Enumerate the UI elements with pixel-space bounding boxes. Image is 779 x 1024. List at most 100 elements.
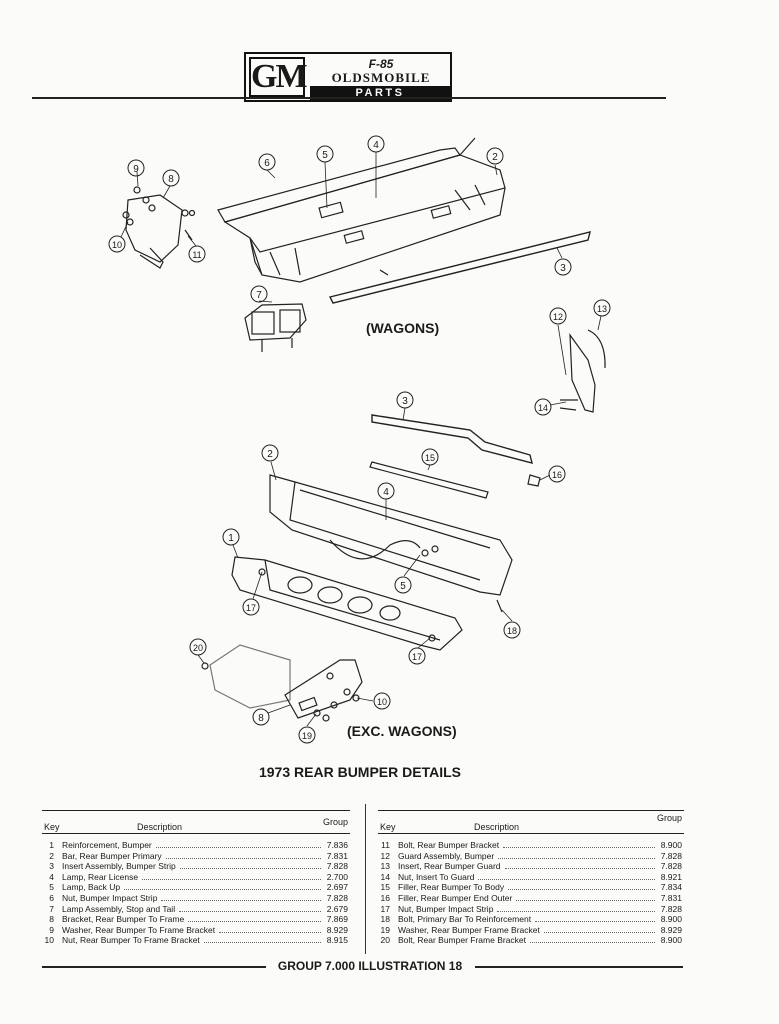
leader-dots: [497, 910, 655, 912]
leader-dots: [530, 942, 655, 944]
svg-text:6: 6: [264, 158, 270, 169]
part-key: 4: [49, 871, 54, 882]
part-key: 11: [381, 840, 390, 850]
part-group: 2.679: [326, 903, 348, 914]
exc-reinforcement: [231, 556, 463, 651]
part-group: 8.929: [326, 924, 348, 935]
svg-text:19: 19: [302, 731, 312, 741]
svg-text:8: 8: [258, 713, 264, 724]
part-description: Nut, Bumper Impact Strip: [398, 903, 494, 914]
part-group: 8.900: [660, 914, 682, 925]
callout-10b: 10: [373, 692, 391, 710]
callout-17b: 17: [408, 647, 426, 665]
group-header: Group: [322, 817, 348, 827]
part-description: Filler, Rear Bumper To Body: [398, 882, 505, 893]
group-header: Group: [656, 813, 682, 823]
header-rule: [32, 97, 666, 99]
part-description: Insert, Rear Bumper Guard: [398, 861, 501, 872]
callout-8: 8: [162, 169, 180, 187]
callout-17a: 17: [242, 598, 260, 616]
part-key: 15: [380, 882, 390, 893]
part-group: 2.697: [326, 882, 348, 893]
part-key: 20: [380, 935, 390, 946]
callout-2b: 2: [261, 444, 279, 462]
part-description: Bar, Rear Bumper Primary: [62, 850, 162, 861]
part-group: 7.869: [326, 914, 348, 925]
part-group: 8.915: [326, 935, 348, 946]
part-group: 7.828: [660, 903, 682, 914]
gm-logo: GM: [249, 57, 308, 97]
part-key: 16: [380, 892, 390, 903]
part-key: 17: [380, 903, 390, 914]
svg-text:11: 11: [192, 250, 201, 260]
catalogue-logo: GM F-85 OLDSMOBILE PARTS CATALOGUE: [244, 52, 452, 113]
part-description: Nut, Insert To Guard: [398, 871, 475, 882]
svg-text:2: 2: [267, 449, 273, 460]
description-header: Description: [474, 822, 520, 832]
callout-7: 7: [250, 285, 268, 303]
part-description: Guard Assembly, Bumper: [398, 850, 495, 861]
part-key: 2: [49, 850, 54, 861]
callout-5: 5: [316, 145, 334, 163]
leader-dots: [508, 889, 655, 891]
callout-20: 20: [189, 638, 207, 656]
callouts-exc-wagons: 3 16 15 2 4 1 5 17 18 17 20 8 19 10: [189, 391, 566, 744]
leader-dots: [478, 878, 655, 880]
part-description: Lamp, Rear License: [62, 871, 139, 882]
callout-4b: 4: [377, 482, 395, 500]
part-group: 7.831: [660, 892, 682, 903]
part-description: Bolt, Primary Bar To Reinforcement: [398, 914, 532, 925]
svg-text:3: 3: [560, 263, 566, 274]
svg-text:5: 5: [322, 150, 328, 161]
part-group: 7.834: [660, 882, 682, 893]
callout-8b: 8: [252, 708, 270, 726]
part-description: Filler, Rear Bumper End Outer: [398, 892, 513, 903]
svg-text:10: 10: [377, 697, 387, 707]
leader-dots: [124, 889, 321, 891]
part-description: Lamp, Back Up: [62, 882, 121, 893]
part-description: Bolt, Rear Bumper Bracket: [398, 840, 500, 850]
part-key: 13: [380, 861, 390, 872]
svg-text:9: 9: [133, 164, 139, 175]
svg-text:16: 16: [552, 470, 562, 480]
callout-11: 11: [188, 245, 206, 263]
callout-18: 18: [503, 621, 521, 639]
part-description: Washer, Rear Bumper Frame Bracket: [398, 924, 540, 935]
part-key: 8: [49, 914, 54, 925]
svg-text:12: 12: [553, 312, 563, 322]
callout-12: 12: [549, 307, 567, 325]
callout-19: 19: [298, 726, 316, 744]
key-header: Key: [44, 822, 60, 832]
footer-caption: GROUP 7.000 ILLUSTRATION 18: [277, 959, 463, 973]
exc-wagons-label: (EXC. WAGONS): [347, 723, 457, 739]
part-key: 10: [44, 935, 54, 946]
page-title: 1973 REAR BUMPER DETAILS: [258, 764, 461, 780]
callout-4: 4: [367, 135, 385, 153]
description-header: Description: [137, 822, 183, 832]
part-key: 5: [49, 882, 54, 893]
leader-dots: [544, 931, 655, 933]
leader-dots: [161, 899, 321, 901]
part-key: 7: [49, 903, 54, 914]
wagons-label: (WAGONS): [366, 320, 440, 336]
callout-15: 15: [421, 448, 439, 466]
part-group: 7.828: [326, 861, 348, 872]
part-description: Bracket, Rear Bumper To Frame: [62, 914, 185, 925]
svg-text:17: 17: [412, 652, 422, 662]
part-key: 9: [49, 924, 54, 935]
svg-text:4: 4: [383, 487, 389, 498]
part-description: Lamp Assembly, Stop and Tail: [62, 903, 176, 914]
part-group: 8.929: [660, 924, 682, 935]
footer-rule-left: [42, 966, 266, 968]
callout-leaders: [120, 152, 602, 727]
part-key: 6: [49, 892, 54, 903]
svg-text:3: 3: [402, 396, 408, 407]
leader-dots: [219, 931, 321, 933]
